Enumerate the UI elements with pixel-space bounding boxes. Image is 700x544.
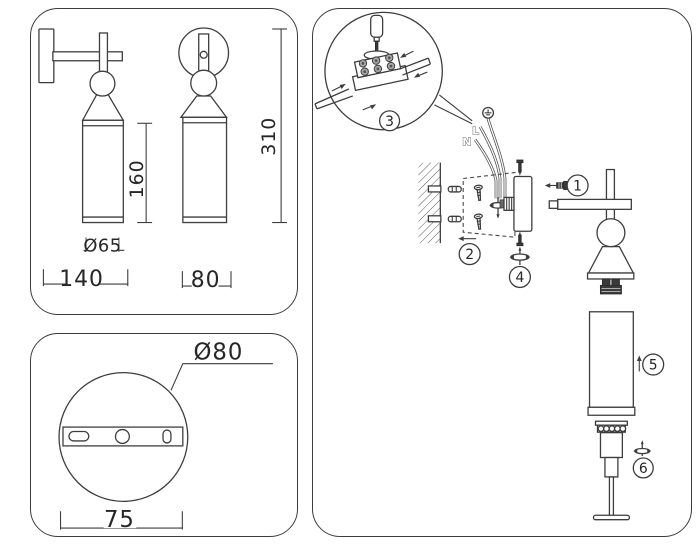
lamp-socket: [599, 278, 622, 295]
dimension-fixture-width: 140: [42, 266, 129, 292]
wall-plate-side: [38, 28, 55, 84]
screwdriver-icon: [363, 14, 390, 67]
step-4-badge: 4: [508, 265, 531, 289]
cone-base-band: [586, 272, 635, 280]
lamp-cone: [587, 245, 635, 274]
bracket-screw-bottom: [473, 213, 483, 230]
step-2-number: 2: [465, 247, 474, 263]
leader-line-diameter: [170, 363, 273, 391]
lamp-sphere: [596, 218, 626, 248]
step-3-number: 3: [385, 114, 394, 130]
insert-arrows: [331, 50, 428, 111]
bracket-screw-top: [473, 184, 483, 202]
step-1-number: 1: [573, 178, 582, 194]
step-2-badge: 2: [458, 243, 481, 266]
wall-anchors: [447, 185, 462, 223]
step-1-badge: 1: [566, 174, 589, 197]
backplate-screw-bottom: [516, 231, 524, 247]
dim-160-label: 160: [127, 159, 148, 198]
panel-dimension-views: 160 Ø65 140: [30, 8, 298, 315]
lamp-arm: [557, 198, 632, 210]
dimension-front-width: 80: [181, 268, 232, 293]
lamp-front-view: [178, 27, 230, 224]
finial-rotation-icon-6: [633, 440, 652, 457]
sphere-side: [89, 70, 116, 97]
dimension-shade-diameter: Ø65: [83, 235, 125, 256]
cone-side: [81, 94, 125, 121]
step-4-number: 4: [515, 270, 524, 286]
detail-leader-line: [434, 104, 473, 125]
shade-side: [81, 119, 124, 224]
step-5-arrow: [636, 355, 642, 372]
wall-hatch: [418, 162, 441, 244]
socket-housing-lower: [604, 456, 619, 478]
dim-310-label: 310: [259, 117, 280, 156]
step-6-number: 6: [639, 461, 648, 477]
glass-shade: [587, 311, 636, 416]
anchor-hole-bottom: [427, 215, 442, 223]
dim-140-label: 140: [59, 267, 104, 292]
ground-symbol-icon: [482, 106, 495, 119]
lamp-side-view: [38, 28, 125, 224]
wiring-detail-bubble: 3: [314, 11, 443, 132]
wire-neutral-label: N: [462, 136, 471, 149]
slot-hole: [68, 430, 90, 442]
dim-65-label: Ø65: [83, 235, 121, 256]
mounting-plate-drawing: Ø80 75: [58, 340, 273, 533]
wall-section: [418, 162, 442, 244]
dim-80-label: 80: [191, 268, 221, 293]
detail-leader-line-2: [438, 94, 473, 122]
lamp-rod: [605, 168, 616, 222]
stem-rod: [608, 476, 615, 517]
step-3-badge: 3: [379, 110, 401, 132]
arm-end-cap: [548, 200, 559, 209]
sphere-front: [190, 69, 218, 97]
dimension-hole-spacing: 75: [59, 506, 183, 533]
dimension-shade-height: 160: [127, 122, 153, 224]
finial-rotation-icon-4: [509, 246, 531, 266]
anchor-hole-top: [427, 185, 442, 193]
step-1-screw: [544, 180, 568, 190]
center-hole: [114, 428, 130, 445]
step-2-arrow: [458, 236, 477, 242]
wire-ends-icon: [314, 57, 431, 110]
step-6-badge: 6: [632, 457, 654, 479]
small-hole: [162, 429, 172, 444]
lamp-backplate: [513, 175, 533, 232]
terminal-block-icon: [351, 52, 409, 92]
socket-housing-upper: [599, 432, 624, 459]
backplate-screw-top: [516, 159, 524, 177]
socket-column: [592, 420, 630, 521]
dimension-views-drawing: 160 Ø65 140: [38, 27, 288, 293]
panel-mounting-plate: Ø80 75: [30, 333, 298, 537]
shade-front: [182, 116, 228, 224]
assembly-drawing: 3 L N: [314, 11, 665, 521]
dim-plate-diameter-label: Ø80: [194, 340, 244, 366]
cone-front: [179, 95, 228, 118]
lamp-arm-assembly: [548, 168, 635, 295]
stem-crossbar: [592, 514, 630, 521]
screw-hole: [199, 50, 208, 59]
dim-75-label: 75: [104, 507, 135, 533]
wire-curves: [474, 118, 507, 199]
arm-side: [52, 51, 123, 62]
wire-live-label: L: [472, 125, 479, 138]
step-5-badge: 5: [642, 353, 665, 376]
mains-wires: L N: [462, 106, 507, 199]
threaded-collar: [596, 424, 627, 433]
terminal-block-side: [499, 196, 515, 211]
panel-assembly-steps: 3 L N: [312, 8, 692, 537]
step-5-number: 5: [649, 357, 658, 373]
dimension-total-height: 310: [259, 28, 288, 224]
